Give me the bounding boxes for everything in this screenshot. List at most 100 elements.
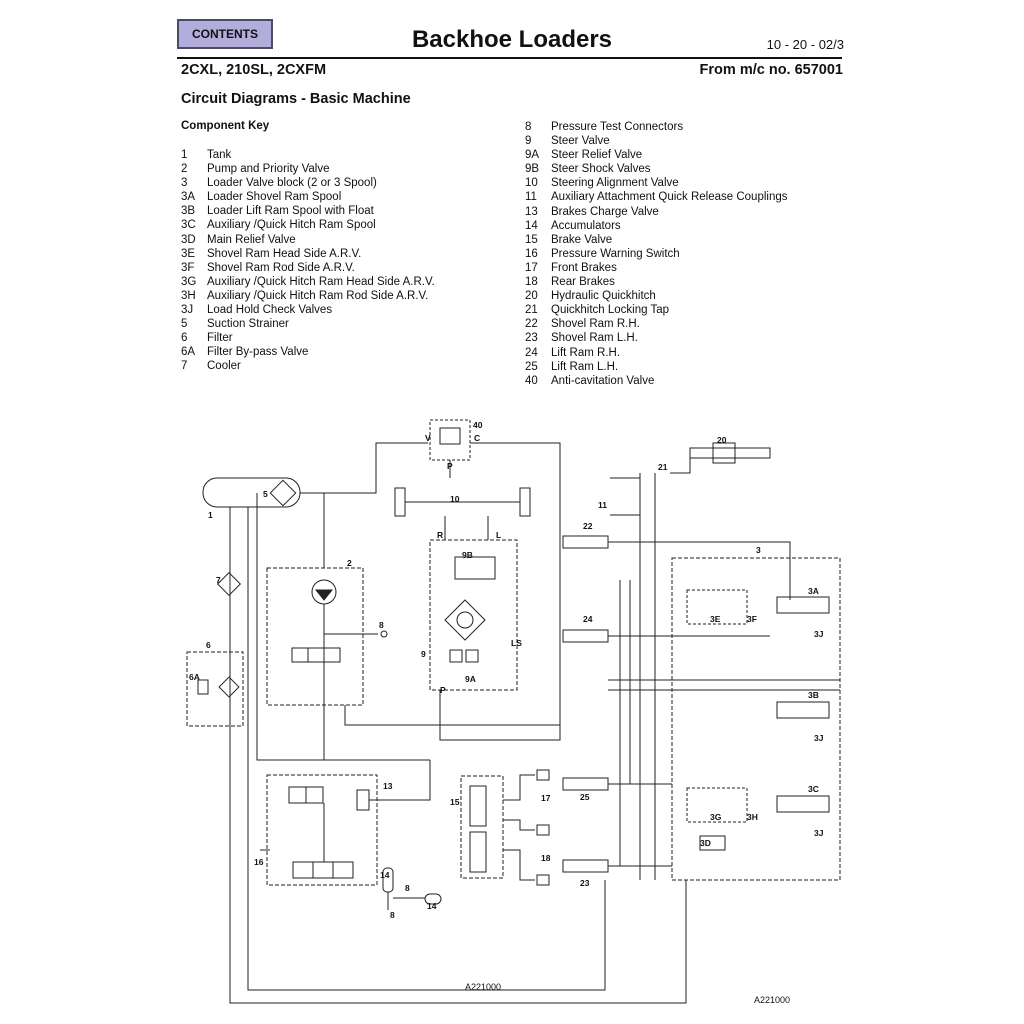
contents-button[interactable]: CONTENTS (177, 19, 273, 49)
brake-valve (460, 775, 504, 879)
key-item-number: 22 (525, 318, 538, 331)
component-label: 10 (450, 494, 460, 504)
shovel-ram-lh (562, 859, 609, 873)
models-label: 2CXL, 210SL, 2CXFM (181, 62, 327, 78)
component-label: 5 (263, 489, 268, 499)
key-item-number: 3H (181, 289, 196, 302)
key-item-number: 9B (525, 163, 540, 176)
key-item-label: Filter (207, 332, 233, 345)
key-item-number: 2 (181, 163, 188, 176)
key-item-label: Steer Shock Valves (551, 163, 651, 176)
key-item-label: Quickhitch Locking Tap (551, 304, 670, 317)
component-label: P (447, 461, 453, 471)
brake-charge-block (266, 774, 378, 886)
key-item-label: Cooler (207, 360, 241, 373)
component-label: 1 (208, 510, 213, 520)
key-item-label: Loader Valve block (2 or 3 Spool) (207, 177, 377, 190)
key-item-number: 3F (181, 261, 195, 274)
key-item-label: Pump and Priority Valve (207, 163, 330, 176)
shovel-ram-rh (562, 535, 609, 549)
component-label: 3H (747, 812, 758, 822)
key-item: 3H Auxiliary /Quick Hitch Ram Rod Side A.… (181, 289, 435, 303)
key-item: 3 Loader Valve block (2 or 3 Spool) (181, 176, 435, 190)
component-label: 2 (347, 558, 352, 568)
key-item-label: Auxiliary /Quick Hitch Ram Spool (207, 219, 376, 232)
component-label: 15 (450, 797, 460, 807)
key-item-label: Auxiliary /Quick Hitch Ram Rod Side A.R.… (207, 289, 429, 302)
page-title: Backhoe Loaders (411, 26, 613, 53)
key-item-label: Rear Brakes (551, 276, 615, 289)
key-item-number: 23 (525, 332, 538, 345)
key-item-label: Loader Shovel Ram Spool (207, 191, 342, 204)
lift-ram-lh (562, 777, 609, 791)
component-key-heading: Component Key (181, 120, 270, 132)
key-item-number: 6 (181, 332, 188, 345)
component-label: 3G (710, 812, 722, 822)
component-label: 6 (206, 640, 211, 650)
key-item-number: 10 (525, 177, 538, 190)
key-item-label: Steering Alignment Valve (551, 177, 679, 190)
key-item: 15 Brake Valve (525, 233, 788, 247)
component-label: 23 (580, 878, 590, 888)
component-label: 8 (390, 910, 395, 920)
key-item-label: Auxiliary /Quick Hitch Ram Head Side A.R… (207, 275, 435, 288)
key-item: 3G Auxiliary /Quick Hitch Ram Head Side A… (181, 275, 435, 289)
component-label: 3E (710, 614, 721, 624)
key-item-number: 21 (525, 304, 538, 317)
key-item-number: 3G (181, 275, 197, 288)
cooler-symbol (216, 571, 242, 597)
key-item-number: 14 (525, 219, 538, 232)
component-label: 22 (583, 521, 593, 531)
serial-label: From m/c no. 657001 (699, 62, 843, 78)
component-label: 6A (189, 672, 200, 682)
component-label: 9 (421, 649, 426, 659)
key-item-label: Pressure Warning Switch (551, 247, 680, 260)
filter-block (186, 651, 244, 727)
key-item-label: Brake Valve (551, 233, 613, 246)
key-item-label: Shovel Ram Rod Side A.R.V. (207, 261, 355, 274)
component-label: 9A (465, 674, 476, 684)
key-item-label: Main Relief Valve (207, 233, 296, 246)
key-item-label: Steer Relief Valve (551, 149, 643, 162)
key-item-number: 15 (525, 233, 538, 246)
component-label: 3J (814, 733, 824, 743)
component-label: 18 (541, 853, 551, 863)
key-item-number: 13 (525, 205, 538, 218)
component-label: 3A (808, 586, 819, 596)
key-item-number: 11 (525, 191, 537, 204)
component-label: 21 (658, 462, 668, 472)
key-item-number: 3C (181, 219, 196, 232)
key-item-number: 3D (181, 233, 196, 246)
component-label: C (474, 433, 480, 443)
key-item-number: 3E (181, 247, 196, 260)
key-item-number: 17 (525, 261, 538, 274)
key-item-number: 24 (525, 346, 538, 359)
component-label: 17 (541, 793, 551, 803)
key-item-number: 9A (525, 149, 540, 162)
key-item-number: 3 (181, 177, 188, 190)
key-item-number: 1 (181, 149, 188, 161)
component-label: 20 (717, 435, 727, 445)
component-label: R (437, 530, 443, 540)
key-item: 9A Steer Relief Valve (525, 148, 788, 162)
key-item-label: Auxiliary Attachment Quick Release Coupl… (551, 191, 788, 204)
key-item-number: 16 (525, 247, 538, 260)
component-label: 14 (380, 870, 390, 880)
component-label: 8 (379, 620, 384, 630)
key-item: 3D Main Relief Valve (181, 233, 435, 247)
key-item-label: Hydraulic Quickhitch (551, 290, 656, 303)
key-item-label: Suction Strainer (207, 318, 289, 331)
